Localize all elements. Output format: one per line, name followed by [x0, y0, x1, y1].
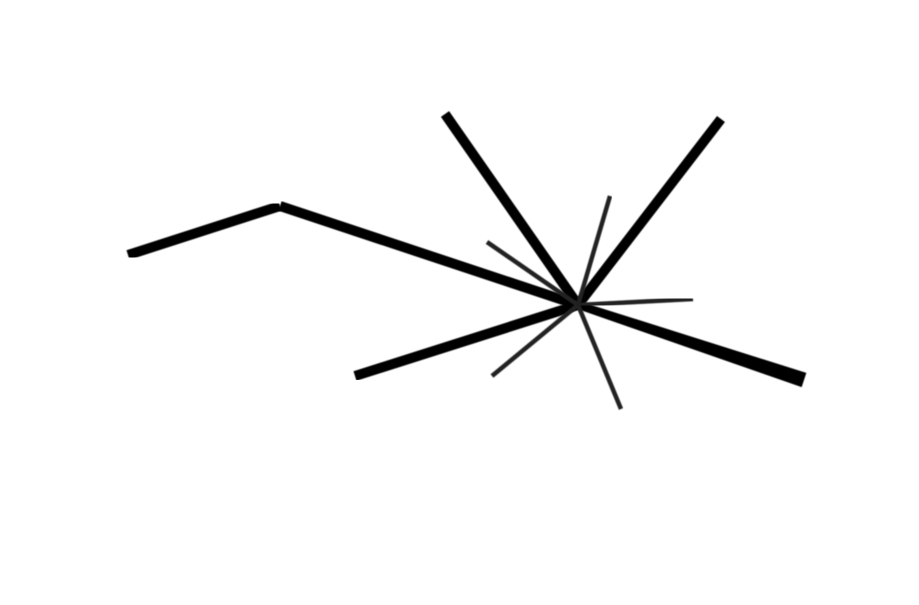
bond-center-b_right [577, 296, 694, 308]
bond-center-b_downleft [490, 303, 580, 378]
bond-center-right [576, 301, 807, 388]
bond-center-ul [440, 111, 583, 308]
bond-center-b_downright [575, 304, 624, 410]
bond-center-ur [574, 115, 725, 309]
bond-center-b_upleft [485, 240, 580, 307]
bond-layer [126, 111, 807, 544]
bond-a1-a2 [126, 201, 282, 260]
bond-center-ll [353, 300, 580, 381]
bond-a2-center [278, 201, 580, 310]
bond-center-b_up [575, 195, 613, 306]
